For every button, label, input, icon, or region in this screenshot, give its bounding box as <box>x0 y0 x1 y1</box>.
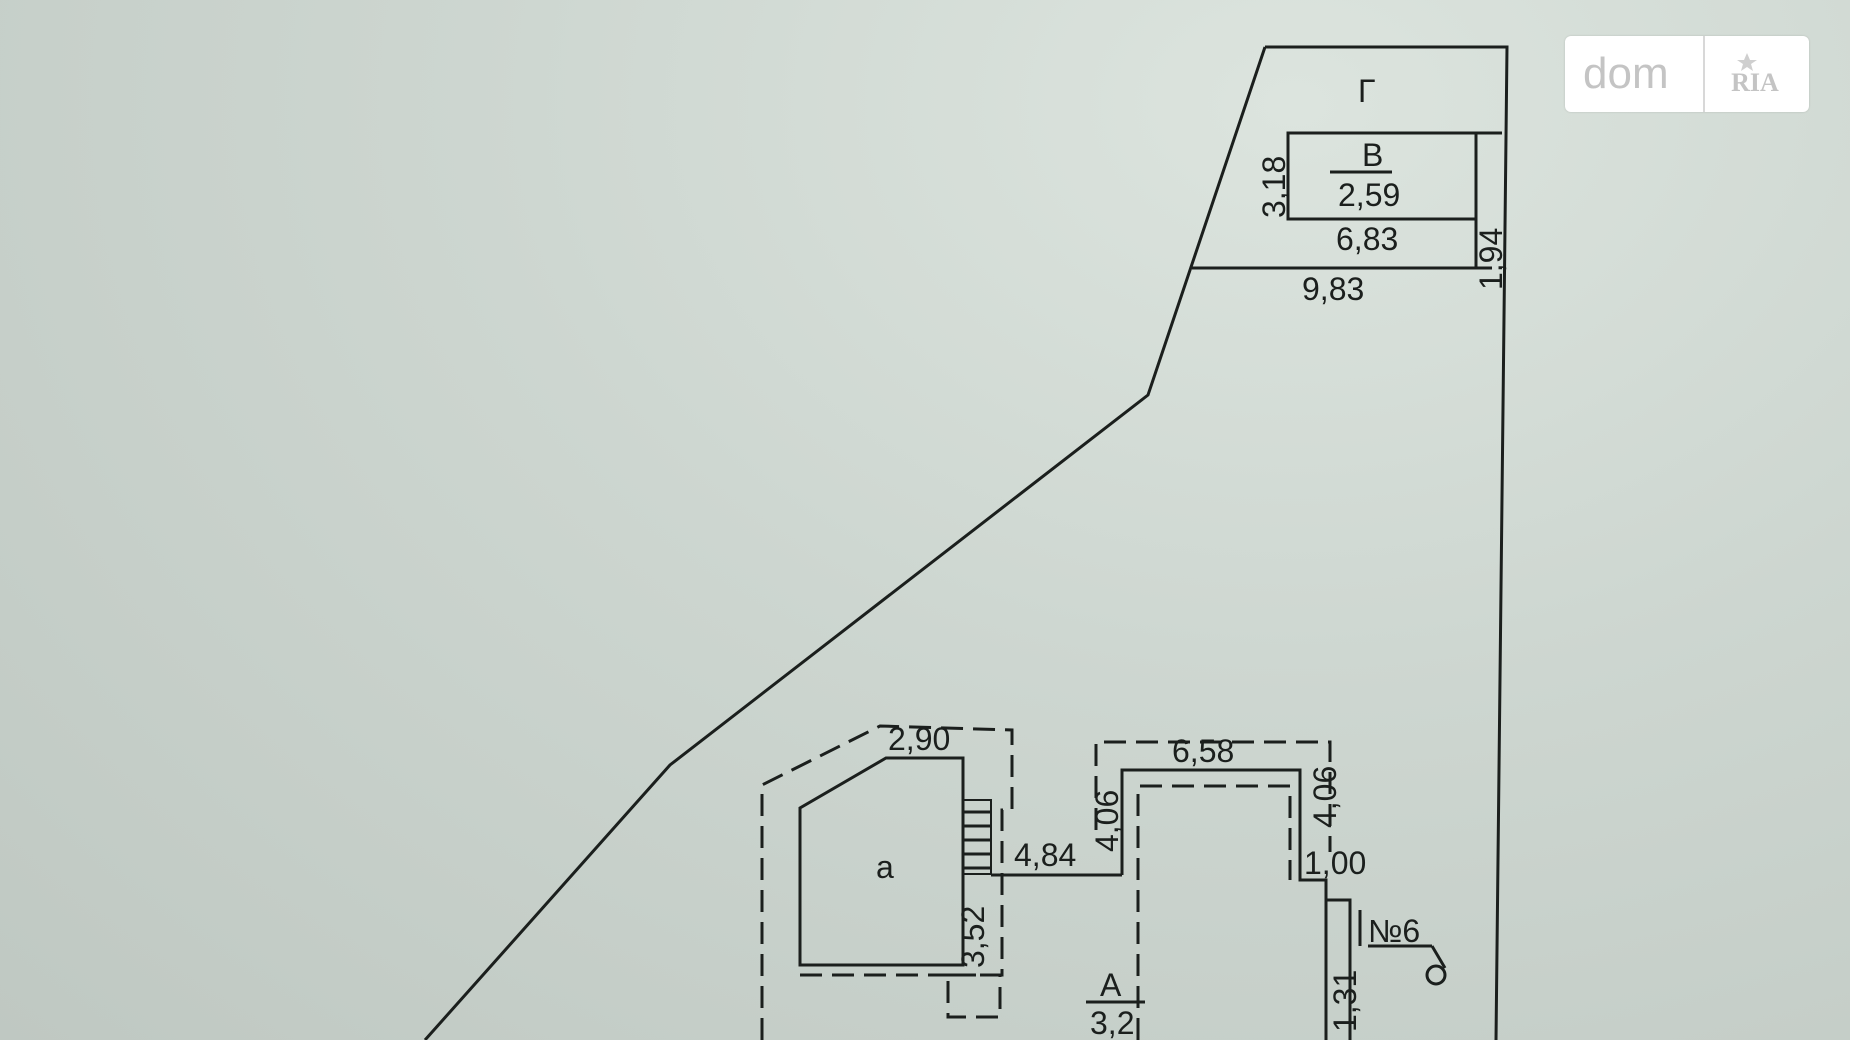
dim-plot-side: 1,94 <box>1473 228 1509 290</box>
label-small-a: а <box>876 849 894 885</box>
label-house-number: №6 <box>1368 913 1420 949</box>
watermark-text: dom <box>1583 49 1669 98</box>
dim-v-bottom: 6,83 <box>1336 221 1398 257</box>
dom-ria-watermark: dom RIA <box>1565 36 1809 112</box>
dim-a-side: 3,52 <box>955 906 991 968</box>
label-big-A: А <box>1100 967 1122 1003</box>
dim-a-top: 2,90 <box>888 721 950 757</box>
building-v <box>1286 131 1478 221</box>
porch <box>1326 898 1352 1040</box>
a-small-dashed <box>946 973 1002 1019</box>
dim-plot-width: 9,83 <box>1302 271 1364 307</box>
ria-logo-text: RIA <box>1731 68 1779 97</box>
dim-A-porch: 1,31 <box>1327 970 1363 1032</box>
dim-v-side: 3,18 <box>1256 156 1292 218</box>
stair-block <box>962 799 992 875</box>
dim-a-passage: 4,84 <box>1014 837 1076 873</box>
dim-A-top: 6,58 <box>1172 733 1234 769</box>
label-v: В <box>1362 137 1383 173</box>
label-A-height: 3,2 <box>1090 1005 1134 1040</box>
dim-A-right: 4,06 <box>1307 766 1343 828</box>
building-a-dashed <box>1094 740 1332 1040</box>
building-a-outer <box>760 724 1014 1040</box>
building-a-main <box>1120 768 1328 1040</box>
watermark-separator <box>1703 36 1705 112</box>
building-a <box>798 756 965 967</box>
label-g: Г <box>1358 73 1375 109</box>
number-leader <box>1430 945 1447 969</box>
ria-logo: RIA <box>1705 49 1805 99</box>
dim-A-left: 4,06 <box>1089 790 1125 852</box>
number-pin <box>1425 964 1447 986</box>
label-v-height: 2,59 <box>1338 177 1400 213</box>
dim-A-step: 1,00 <box>1304 845 1366 881</box>
plot-boundary <box>423 45 1509 1040</box>
